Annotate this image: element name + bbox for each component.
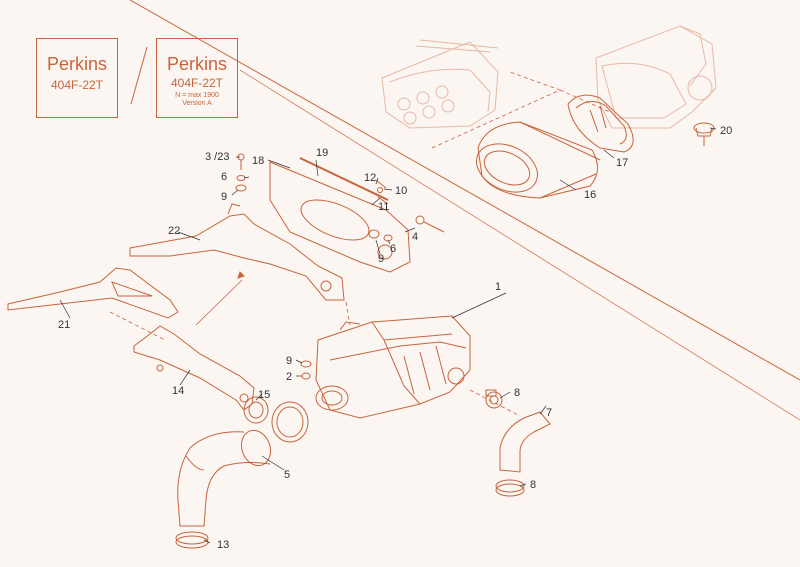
part-8-clamp-upper bbox=[485, 389, 503, 409]
part-15-seal bbox=[243, 396, 269, 424]
callout-21: 21 bbox=[58, 319, 70, 331]
washer-9c bbox=[300, 360, 312, 368]
airbox-ghost-right bbox=[595, 25, 717, 129]
clamp-ring bbox=[271, 401, 309, 443]
airbox-ghost-left bbox=[381, 39, 499, 129]
part-13-clamp bbox=[175, 531, 209, 549]
callout-9a: 9 bbox=[221, 191, 227, 203]
guide-line bbox=[129, 0, 800, 381]
callout-2: 2 bbox=[286, 371, 292, 383]
callout-11: 11 bbox=[378, 201, 389, 213]
explode-guide bbox=[195, 279, 243, 326]
callout-1: 1 bbox=[495, 281, 501, 293]
part-14-bracket bbox=[133, 325, 255, 411]
part-20-valve bbox=[693, 122, 715, 146]
nut-2 bbox=[301, 372, 311, 380]
callout-6b: 6 bbox=[390, 243, 396, 255]
callout-6a: 6 bbox=[221, 171, 227, 183]
callout-12: 12 bbox=[364, 172, 376, 184]
callout-5: 5 bbox=[284, 469, 290, 481]
card-model: 404F-22T bbox=[170, 76, 224, 90]
part-21-bracket bbox=[7, 267, 179, 319]
callout-10: 10 bbox=[395, 185, 407, 197]
part-8-clamp-lower bbox=[495, 479, 525, 497]
callout-labels: 1 2 3 /23 4 5 6 6 7 8 8 9 9 9 10 11 12 1… bbox=[58, 125, 732, 551]
card-separator bbox=[130, 46, 148, 105]
leader-lines bbox=[59, 127, 717, 544]
callout-20: 20 bbox=[720, 125, 732, 137]
washer-6b bbox=[383, 234, 393, 242]
callout-9c: 9 bbox=[286, 355, 292, 367]
callout-8b: 8 bbox=[530, 479, 536, 491]
card-model: 404F-22T bbox=[50, 78, 104, 92]
manufacturer-card-left: Perkins 404F-22T bbox=[36, 38, 118, 118]
callout-13: 13 bbox=[217, 539, 229, 551]
washer-9b bbox=[368, 229, 380, 239]
guide-line bbox=[239, 69, 800, 421]
part-22-bracket bbox=[129, 203, 345, 301]
callout-17: 17 bbox=[616, 157, 628, 169]
part-5-intake-hose bbox=[177, 429, 272, 527]
callout-18: 18 bbox=[252, 155, 264, 167]
part-17-safety-filter bbox=[567, 94, 634, 153]
manufacturer-card-right: Perkins 404F-22T N = max 1900 Version A bbox=[156, 38, 238, 118]
card-note-speed: N = max 1900 bbox=[175, 92, 219, 99]
arrowhead bbox=[237, 271, 245, 279]
part-18-bracket bbox=[269, 161, 411, 273]
washer-6a bbox=[236, 175, 246, 181]
explode-guide bbox=[109, 311, 166, 341]
part-19-rod bbox=[299, 157, 389, 201]
part-7-elbow-hose bbox=[469, 389, 551, 473]
part-16-air-filter bbox=[476, 121, 601, 199]
callout-14: 14 bbox=[172, 385, 184, 397]
card-brand: Perkins bbox=[46, 54, 108, 74]
callout-7: 7 bbox=[546, 407, 552, 419]
bolt-4 bbox=[415, 215, 445, 233]
callout-16: 16 bbox=[584, 189, 596, 201]
explode-guide bbox=[431, 71, 562, 149]
part-15-seal-inner bbox=[248, 401, 264, 419]
callout-9b: 9 bbox=[378, 253, 384, 265]
callout-22: 22 bbox=[168, 225, 180, 237]
part-1-air-cleaner bbox=[315, 315, 471, 419]
callout-8a: 8 bbox=[514, 387, 520, 399]
card-note-version: Version A bbox=[182, 100, 212, 107]
callout-15: 15 bbox=[258, 389, 270, 401]
card-brand: Perkins bbox=[166, 54, 228, 74]
washer-9a bbox=[235, 184, 247, 192]
explode-guide bbox=[345, 301, 351, 326]
callout-4: 4 bbox=[412, 231, 418, 243]
callout-19: 19 bbox=[316, 147, 328, 159]
callout-3-23: 3 /23 bbox=[205, 151, 229, 163]
screw-12 bbox=[375, 179, 387, 193]
bolt-3-23 bbox=[237, 153, 245, 170]
